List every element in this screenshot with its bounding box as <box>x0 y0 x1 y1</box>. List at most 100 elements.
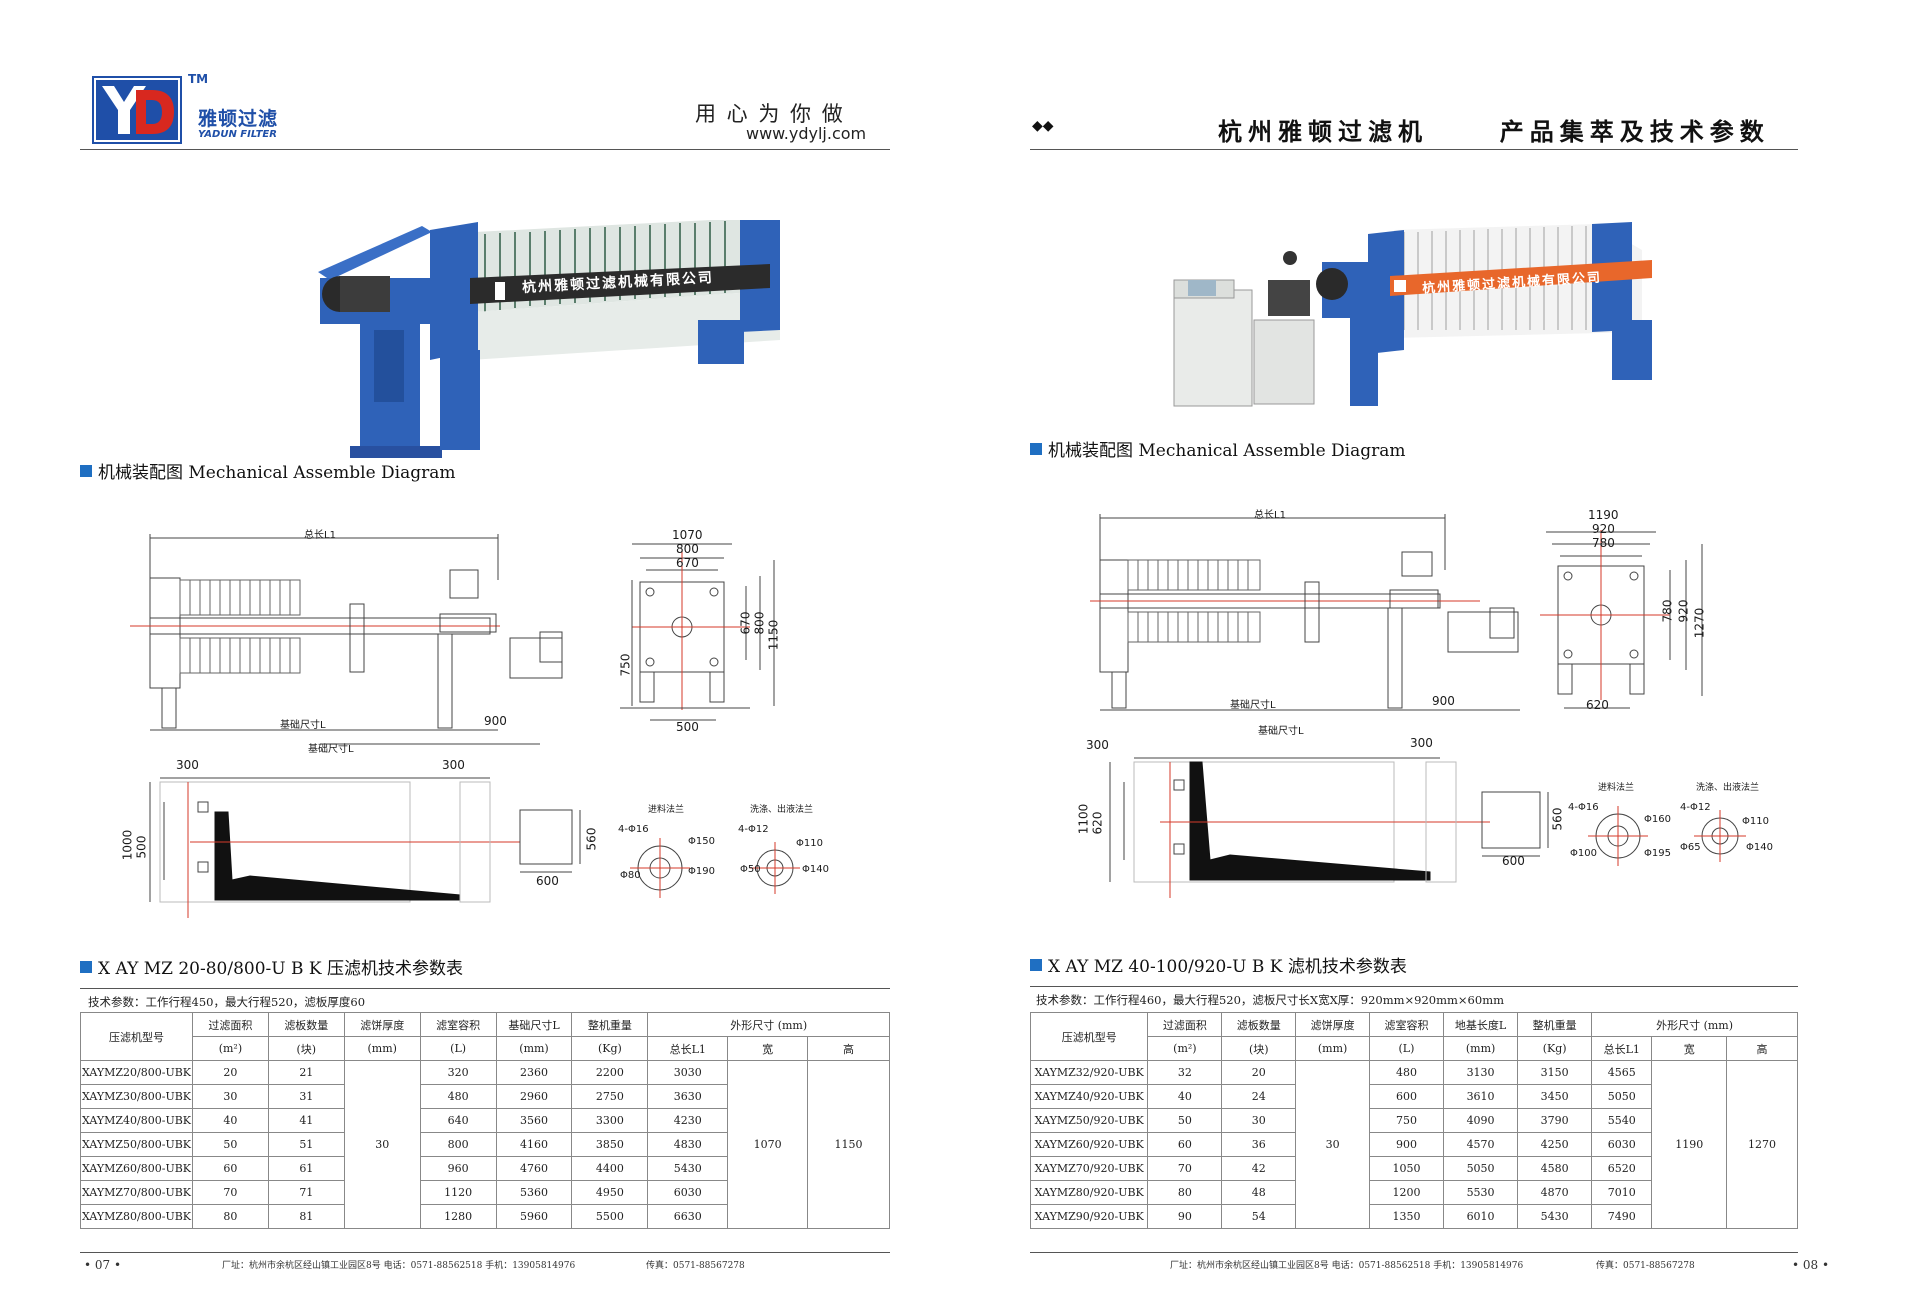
cell-volume: 480 <box>1369 1060 1444 1085</box>
dim-800: 800 <box>676 542 699 556</box>
cell-length: 6520 <box>1591 1156 1653 1181</box>
subheader-width: 宽 <box>727 1036 809 1061</box>
header-model: 压滤机型号 <box>80 1012 193 1061</box>
cell-volume: 1050 <box>1369 1156 1444 1181</box>
footer-fax: 传真：0571-88567278 <box>646 1261 745 1271</box>
header-cake: 滤饼厚度 <box>1295 1012 1371 1037</box>
header-weight: 整机重量 <box>1517 1012 1593 1037</box>
dim-v1150: 1150 <box>766 619 781 651</box>
cell-volume: 1280 <box>419 1204 497 1229</box>
cell-model: XAYMZ40/800-UBK <box>80 1108 193 1133</box>
dim-500: 500 <box>676 720 699 734</box>
cell-width: 1190 <box>1651 1060 1728 1229</box>
subheader-length: 总长L1 <box>1591 1036 1653 1061</box>
table-note: 技术参数：工作行程460，最大行程520，滤板尺寸长X宽X厚：920mm×920… <box>1036 993 1505 1007</box>
cell-weight: 5500 <box>571 1204 649 1229</box>
flange1-title: 进料法兰 <box>648 805 685 815</box>
cell-model: XAYMZ20/800-UBK <box>80 1060 193 1085</box>
footer-page-number: • 07 • <box>84 1258 122 1272</box>
unit-plates: (块) <box>267 1036 345 1061</box>
cell-weight: 4870 <box>1517 1180 1593 1205</box>
cell-plates: 31 <box>267 1084 345 1109</box>
footer-rule <box>80 1252 890 1253</box>
spec-table-frame <box>1030 986 1798 1235</box>
header-volume: 滤室容积 <box>1369 1012 1444 1037</box>
product-photo-filter-press-automatic: 杭州雅顿过滤机械有限公司 <box>1172 220 1672 420</box>
unit-plates: (块) <box>1221 1036 1297 1061</box>
cell-plates: 54 <box>1221 1204 1297 1229</box>
cell-model: XAYMZ30/800-UBK <box>80 1084 193 1109</box>
cell-volume: 320 <box>419 1060 497 1085</box>
cell-plates: 42 <box>1221 1156 1297 1181</box>
cell-base: 5050 <box>1442 1156 1519 1181</box>
cell-plates: 36 <box>1221 1132 1297 1157</box>
cell-plates: 48 <box>1221 1180 1297 1205</box>
cell-volume: 960 <box>419 1156 497 1181</box>
cell-area: 60 <box>191 1156 269 1181</box>
dim-900: 900 <box>1432 694 1455 708</box>
flange2-bolts: 4-Φ12 <box>1680 802 1711 813</box>
header-volume: 滤室容积 <box>419 1012 497 1037</box>
cell-model: XAYMZ70/920-UBK <box>1029 1156 1149 1181</box>
subheader-length: 总长L1 <box>647 1036 729 1061</box>
cell-volume: 750 <box>1369 1108 1444 1133</box>
cell-plates: 81 <box>267 1204 345 1229</box>
header-model: 压滤机型号 <box>1029 1012 1149 1061</box>
logo-english: YADUN FILTER <box>198 129 277 140</box>
table-title-text: X AY MZ 20-80/800-U B K 压滤机技术参数表 <box>98 959 464 979</box>
cell-length: 3630 <box>647 1084 729 1109</box>
flange2-b: Φ50 <box>740 864 761 875</box>
header-rule <box>80 149 890 150</box>
flange1-a: Φ150 <box>688 836 715 847</box>
website: www.ydylj.com <box>746 124 867 143</box>
cell-base: 4160 <box>495 1132 573 1157</box>
dim-v1270: 1270 <box>1692 607 1707 639</box>
subheader-height: 高 <box>1726 1036 1798 1061</box>
cell-length: 5050 <box>1591 1084 1653 1109</box>
cell-weight: 3850 <box>571 1132 649 1157</box>
section-bullet-icon <box>80 464 92 477</box>
dim-v920: 920 <box>1676 599 1691 623</box>
cell-base: 4760 <box>495 1156 573 1181</box>
subheader-width: 宽 <box>1651 1036 1728 1061</box>
cell-volume: 1200 <box>1369 1180 1444 1205</box>
dim-v1100: 1100 <box>1076 803 1091 835</box>
cell-base: 2960 <box>495 1084 573 1109</box>
header-dimensions: 外形尺寸 (mm) <box>1591 1012 1798 1037</box>
cell-volume: 640 <box>419 1108 497 1133</box>
cell-model: XAYMZ50/800-UBK <box>80 1132 193 1157</box>
cell-base: 3560 <box>495 1108 573 1133</box>
spec-table: 压滤机型号 过滤面积 滤板数量 滤饼厚度 滤室容积 地基长度L 整机重量 外形尺… <box>1029 1012 1798 1229</box>
unit-cake: (mm) <box>343 1036 421 1061</box>
section-bullet-icon <box>80 960 92 973</box>
dim-600: 600 <box>536 874 559 888</box>
footer-rule <box>1030 1252 1798 1253</box>
flange1-b: Φ100 <box>1570 848 1597 859</box>
cell-weight: 3450 <box>1517 1084 1593 1109</box>
header-base: 基础尺寸L <box>495 1012 573 1037</box>
dim-620: 620 <box>1586 698 1609 712</box>
dim-v620: 620 <box>1090 811 1105 835</box>
flange1-b: Φ80 <box>620 870 641 881</box>
yd-logo-icon <box>92 76 182 144</box>
cell-length: 7010 <box>1591 1180 1653 1205</box>
cell-base: 6010 <box>1442 1204 1519 1229</box>
product-photo-filter-press: 杭州雅顿过滤机械有限公司 <box>310 218 790 470</box>
flange1-c: Φ190 <box>688 866 715 877</box>
left-page: TM 雅顿过滤 YADUN FILTER 用 心 为 你 做 www.ydylj… <box>80 72 890 1272</box>
cell-base: 2360 <box>495 1060 573 1085</box>
cell-length: 5540 <box>1591 1108 1653 1133</box>
subheader-height: 高 <box>807 1036 890 1061</box>
dim-600: 600 <box>1502 854 1525 868</box>
cell-model: XAYMZ40/920-UBK <box>1029 1084 1149 1109</box>
logo-tm: TM <box>188 72 209 86</box>
cell-weight: 3300 <box>571 1108 649 1133</box>
cell-area: 32 <box>1147 1060 1223 1085</box>
cell-length: 3030 <box>647 1060 729 1085</box>
right-page: ◆◆ 杭州雅顿过滤机 产品集萃及技术参数 <box>960 0 1920 1311</box>
cell-area: 40 <box>191 1108 269 1133</box>
cell-model: XAYMZ90/920-UBK <box>1029 1204 1149 1229</box>
